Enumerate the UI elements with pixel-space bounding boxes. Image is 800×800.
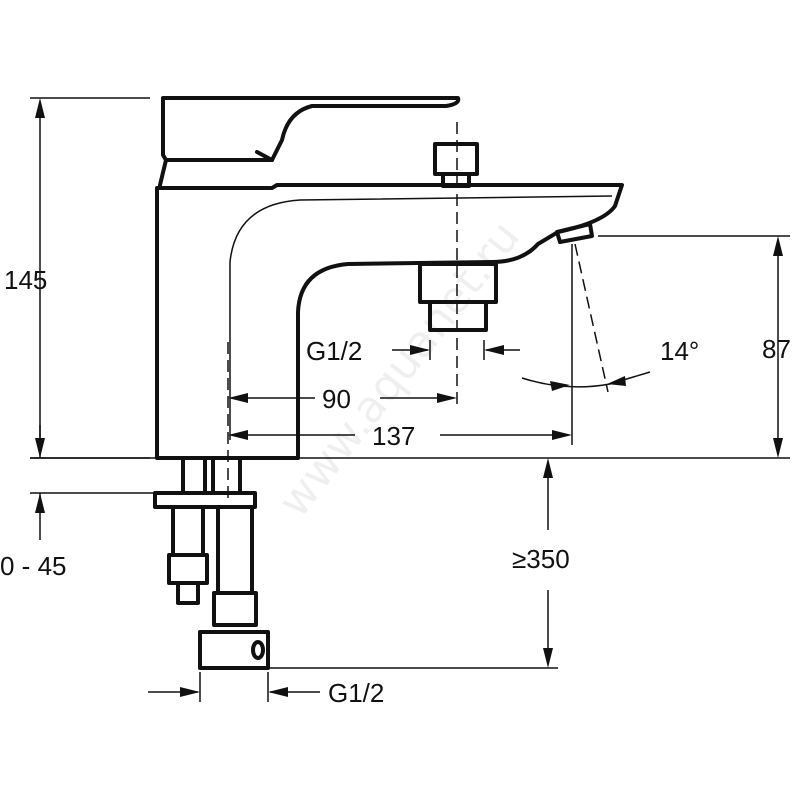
diverter-knob <box>433 142 479 188</box>
dim-deck-thickness-label: 0 - 45 <box>0 551 67 581</box>
body-contour <box>229 195 613 440</box>
dim-offset-spout-label: 137 <box>372 421 415 451</box>
deck-connections <box>153 456 270 670</box>
spout-aerator <box>555 222 594 244</box>
dim-connection-top-label: G1/2 <box>306 336 362 366</box>
dim-connection-bottom-label: G1/2 <box>328 678 384 708</box>
spout-body <box>155 183 624 460</box>
watermark: www.aquanet.ru <box>268 212 530 527</box>
lever-neck <box>158 150 274 187</box>
dim-spout-height-label: 87 <box>762 334 791 364</box>
outlet-angle-line <box>574 243 609 393</box>
shower-outlet <box>418 262 498 332</box>
dim-angle-label: 14° <box>660 336 699 366</box>
faucet-body <box>155 96 624 460</box>
lever-handle <box>161 96 461 162</box>
dim-offset-inner-label: 90 <box>322 384 351 414</box>
dim-total-height-label: 145 <box>4 265 47 295</box>
dim-min-clearance-label: ≥350 <box>512 544 570 574</box>
dimension-lines <box>30 97 790 702</box>
